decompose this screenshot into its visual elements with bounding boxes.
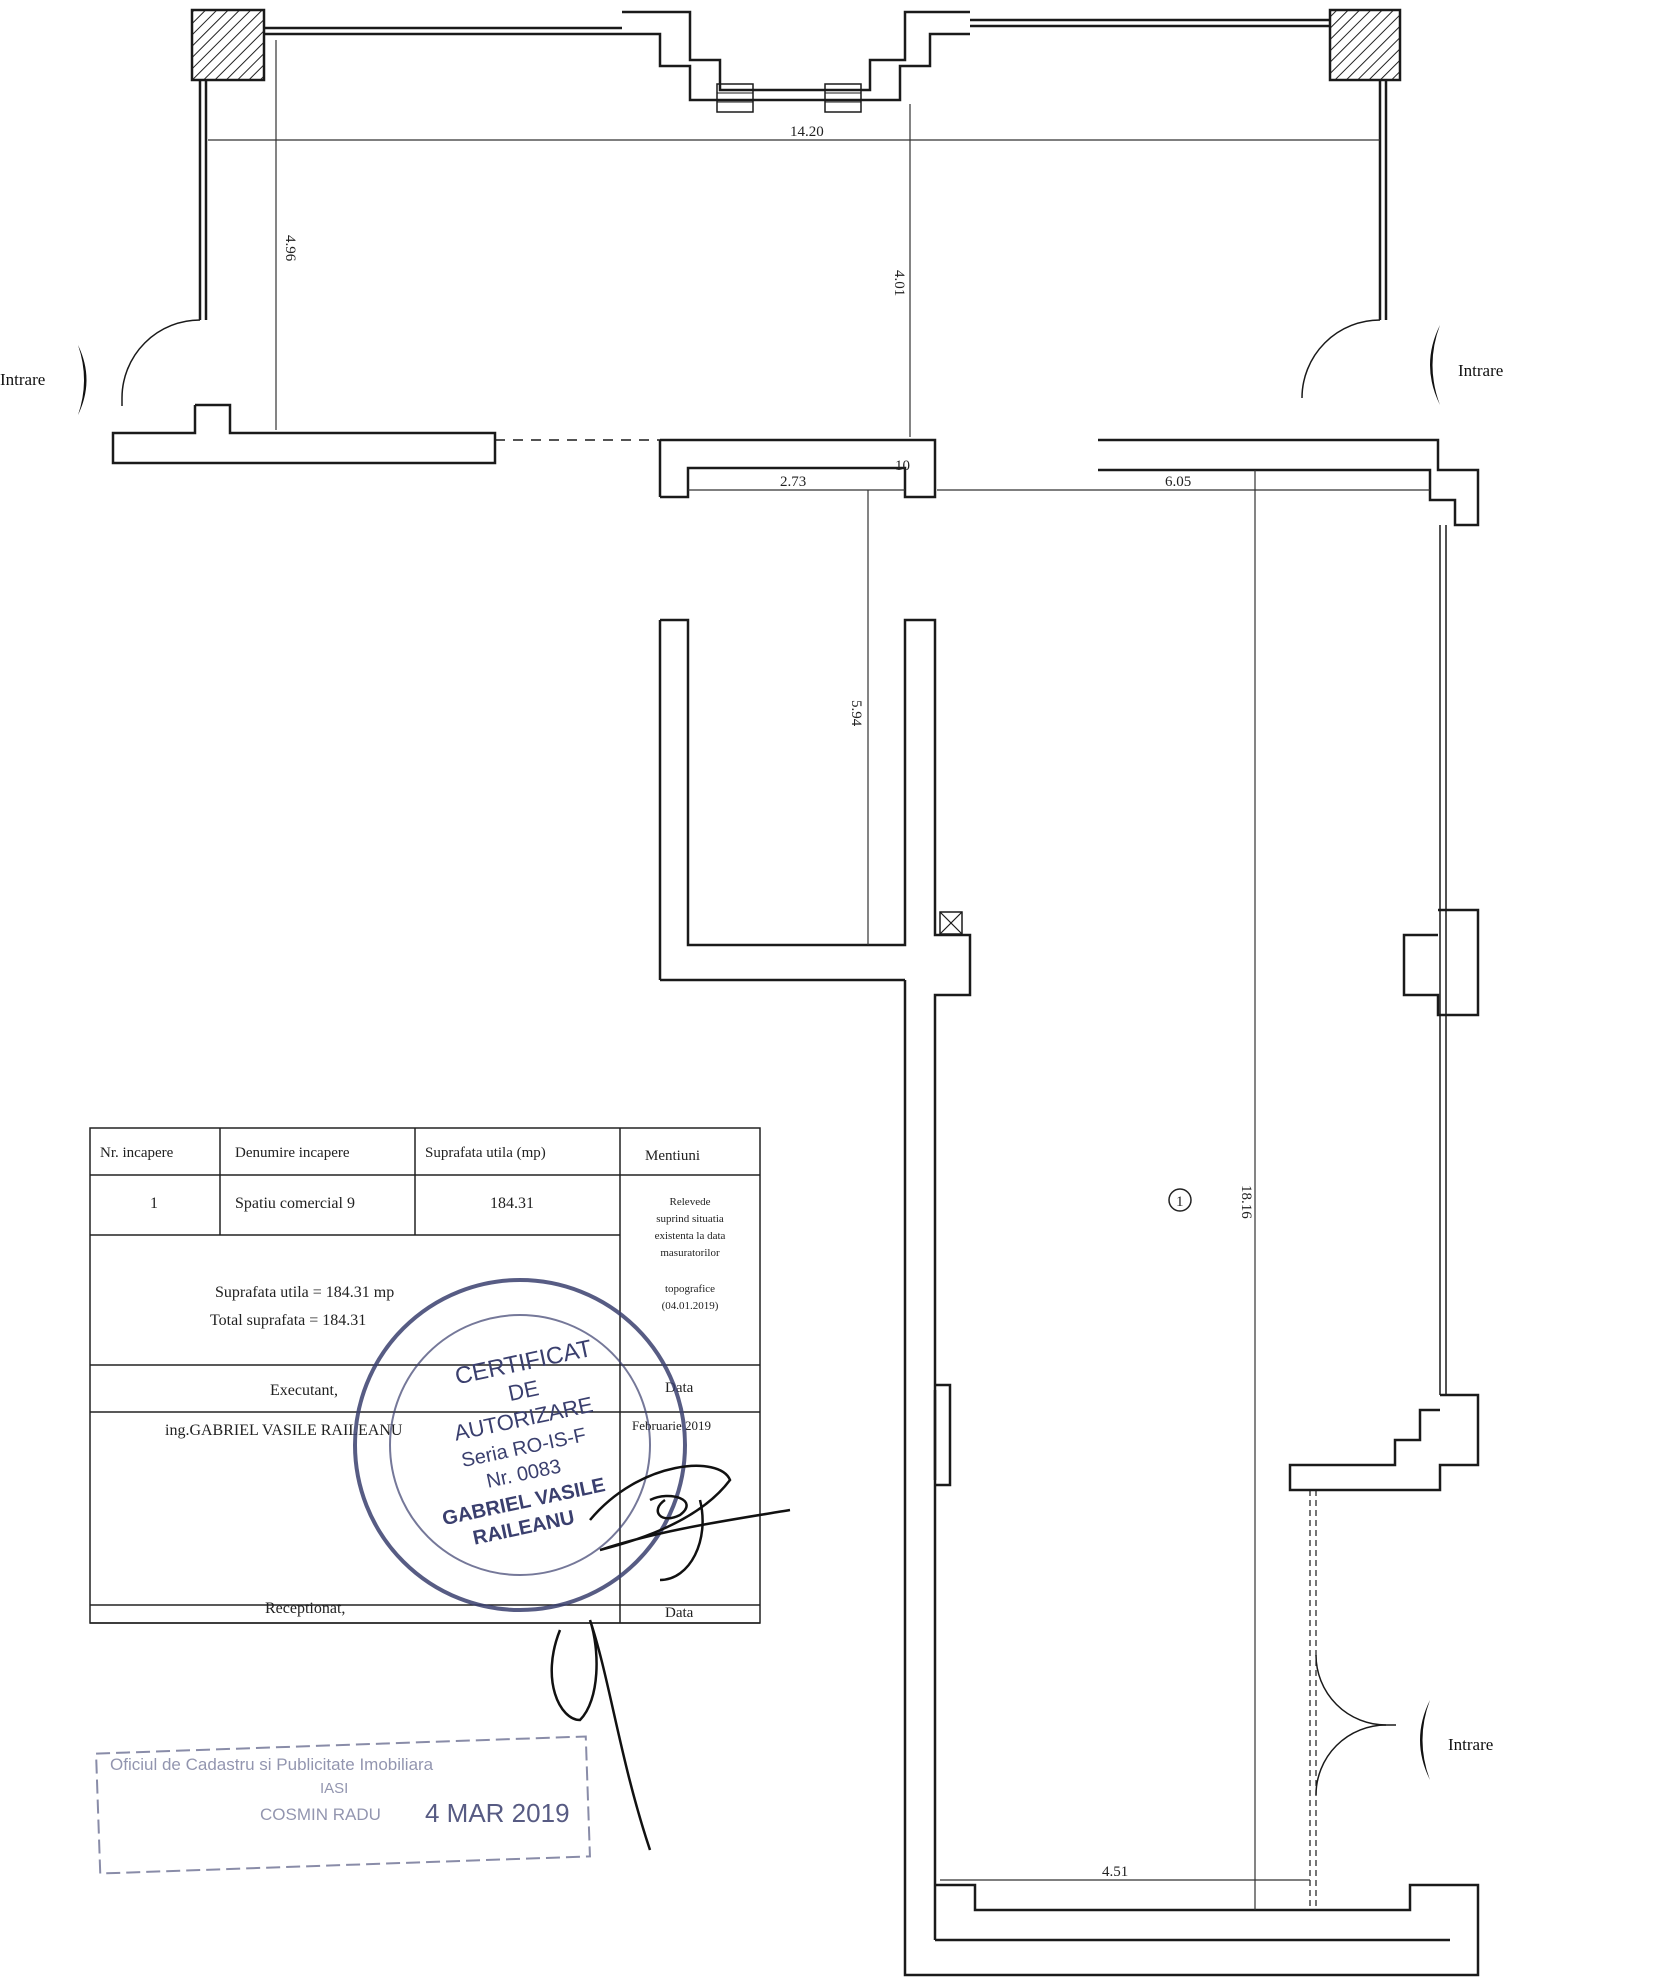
stamp-line-2: DE [506,1375,541,1406]
dim-left-height: 4.96 [282,235,298,262]
row-nr: 1 [150,1195,158,1212]
column-left [190,8,266,82]
stamp2-line-3: COSMIN RADU [260,1805,381,1824]
dim-main-length: 18.16 [1238,1185,1254,1219]
cadastre-stamp: Oficiul de Cadastru si Publicitate Imobi… [95,1735,591,1875]
column-right [1328,8,1402,82]
summary-total: Total suprafata = 184.31 [210,1312,366,1329]
header-nr: Nr. incapere [100,1145,174,1161]
dim-corridor-length: 5.94 [848,700,864,727]
executant-name: ing.GABRIEL VASILE RAILEANU [165,1422,403,1439]
shaft-symbol [939,911,963,935]
data-label: Data [665,1380,694,1396]
stamp2-line-1: Oficiul de Cadastru si Publicitate Imobi… [110,1755,434,1774]
header-area: Suprafata utila (mp) [425,1145,546,1161]
notes-line-3: existenta la data [655,1230,726,1242]
notes-line-5: topografice [665,1283,715,1295]
entrance-arrow-left-icon [78,345,87,415]
walls [111,8,1480,1977]
dim-center-height: 4.01 [891,270,907,296]
info-table-text: Nr. incapere Denumire incapere Suprafata… [100,1145,726,1621]
vent-right [824,83,862,113]
row-area: 184.31 [490,1195,534,1212]
stamp2-line-2: IASI [320,1780,348,1797]
stamp2-date: 4 MAR 2019 [425,1798,570,1828]
executant-label: Executant, [270,1382,338,1399]
dim-small: 10 [895,458,910,474]
dim-right-width: 6.05 [1165,474,1191,490]
notes-line-6: (04.01.2019) [662,1300,719,1312]
notes-line-1: Relevede [670,1196,711,1208]
data-label-2: Data [665,1605,694,1621]
dim-bottom-width: 4.51 [1102,1864,1128,1880]
dimension-lines [208,40,1430,1910]
header-name: Denumire incapere [235,1145,350,1161]
authorization-stamp: CERTIFICAT DE AUTORIZARE Seria RO-IS-F N… [353,1278,687,1612]
dim-total-width: 14.20 [790,124,824,140]
notes-line-4: masuratorilor [660,1247,720,1259]
signature [550,1464,791,1851]
vent-left [716,83,754,113]
entrance-label-right-bottom: Intrare [1448,1735,1493,1754]
notes-line-2: suprind situatia [656,1213,724,1225]
entrance-arrow-right-icon [1430,325,1440,405]
summary-useful: Suprafata utila = 184.31 mp [215,1284,394,1301]
dimension-labels: 14.20 4.96 4.01 2.73 10 6.05 5.94 18.16 … [282,124,1254,1880]
room-marker: 1 [1168,1188,1192,1212]
header-notes: Mentiuni [645,1148,700,1164]
info-table [89,1127,761,1624]
entrance-label-left: Intrare [0,370,45,389]
row-name: Spatiu comercial 9 [235,1195,355,1212]
entrance-label-right-top: Intrare [1458,361,1503,380]
data-value: Februarie 2019 [632,1418,711,1433]
entrances: Intrare Intrare Intrare [0,325,1503,1780]
entrance-arrow-bottom-icon [1420,1700,1430,1780]
receptionat-label: Receptionat, [265,1600,345,1617]
room-number: 1 [1176,1194,1184,1210]
dim-corridor-width: 2.73 [780,474,806,490]
